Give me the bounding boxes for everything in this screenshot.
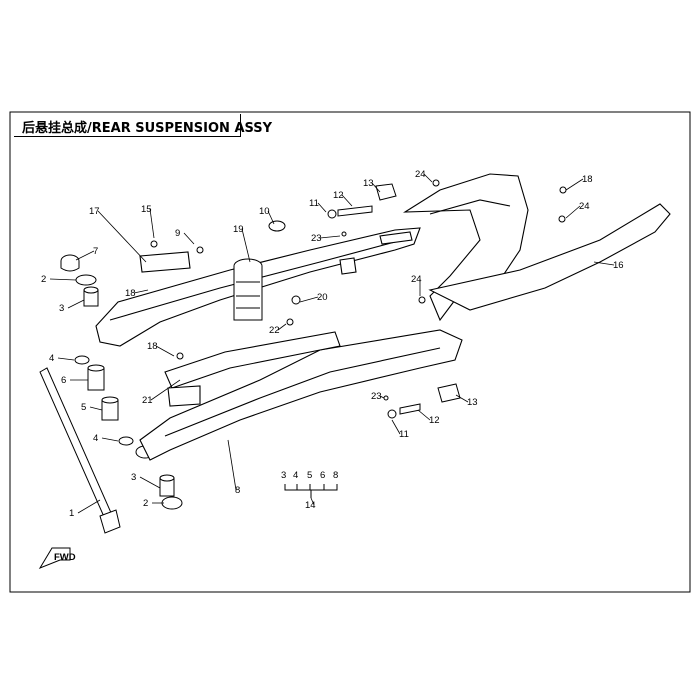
part-number-label: 12 [429, 415, 440, 426]
leader-line [417, 409, 431, 421]
leader-line [379, 395, 385, 399]
part-number-label: 21 [142, 395, 153, 406]
kit-member-label: 6 [320, 470, 325, 481]
part-number-label: 18 [147, 341, 158, 352]
part-number-label: 16 [613, 260, 624, 271]
diagram-title: 后悬挂总成/REAR SUSPENSION ASSY [22, 121, 273, 136]
leader-line [341, 194, 353, 207]
kit-member-label: 5 [307, 470, 312, 481]
leader-line [49, 278, 77, 281]
leader-line [67, 299, 85, 309]
leader-line [150, 379, 181, 401]
leader-line [593, 261, 615, 266]
part-number-label: 6 [61, 375, 66, 386]
leader-line [565, 205, 581, 219]
leader-line [149, 208, 155, 239]
leader-lines [49, 173, 615, 514]
fasteners [150, 179, 567, 419]
leader-line [77, 499, 101, 514]
part-number-label: 11 [309, 198, 319, 209]
leader-line [391, 419, 401, 435]
chain-guard [402, 173, 671, 322]
leader-line [455, 394, 469, 403]
part-number-label: 18 [582, 174, 593, 185]
leader-line [57, 357, 75, 361]
part-number-label: 1 [69, 508, 74, 519]
leader-line [267, 210, 275, 225]
part-number-label: 2 [143, 498, 148, 509]
kit-member-label: 4 [293, 470, 298, 481]
leader-line [277, 323, 287, 331]
leader-line [319, 235, 341, 239]
leader-line [139, 476, 161, 489]
kit-member-label: 8 [333, 470, 338, 481]
part-number-label: 23 [311, 233, 322, 244]
fwd-arrow-icon: FWD [38, 547, 76, 570]
leader-line [75, 250, 95, 261]
leader-line [89, 406, 103, 411]
part-number-label: 11 [399, 429, 409, 440]
part-number-label: 4 [93, 433, 98, 444]
leader-line [155, 345, 175, 357]
leader-line [310, 497, 315, 506]
leader-line [565, 178, 584, 191]
part-number-label: 24 [579, 201, 590, 212]
leader-line [227, 439, 237, 491]
kit-member-label: 3 [281, 470, 286, 481]
part-callouts: 1223344567891011111212131314151617181818… [41, 169, 624, 519]
leader-line [241, 228, 251, 263]
part-number-label: 2 [41, 274, 46, 285]
part-number-label: 17 [89, 206, 100, 217]
part-number-label: 12 [333, 190, 344, 201]
part-number-label: 23 [371, 391, 382, 402]
lower-swing-arm [139, 329, 463, 461]
fwd-label: FWD [54, 552, 76, 563]
leader-line [299, 296, 319, 303]
part-number-label: 18 [125, 288, 136, 299]
shock-absorber [233, 220, 286, 321]
part-number-label: 8 [235, 485, 240, 496]
leader-line [317, 202, 327, 213]
part-number-label: 4 [49, 353, 54, 364]
part-number-label: 10 [259, 206, 270, 217]
part-number-label: 24 [415, 169, 426, 180]
part-number-label: 22 [269, 325, 280, 336]
part-number-label: 20 [317, 292, 328, 303]
part-number-label: 24 [411, 274, 422, 285]
part-number-label: 3 [131, 472, 136, 483]
leader-line [133, 289, 149, 294]
part-number-label: 13 [467, 397, 478, 408]
part-number-label: 5 [81, 402, 86, 413]
part-number-label: 13 [363, 178, 374, 189]
leader-line [97, 210, 147, 263]
title-box [14, 114, 241, 137]
kit-bracket [284, 484, 338, 498]
leader-line [371, 182, 381, 193]
frame-border [9, 111, 691, 593]
part-number-label: 3 [59, 303, 64, 314]
leader-line [101, 437, 119, 442]
part-number-label: 19 [233, 224, 244, 235]
part-number-label: 15 [141, 204, 152, 215]
part-number-label: 7 [93, 246, 98, 257]
part-number-label: 14 [305, 500, 316, 511]
pivot-bolt [39, 367, 121, 534]
part-number-label: 9 [175, 228, 180, 239]
leader-line [183, 232, 195, 245]
leader-line [423, 173, 433, 183]
